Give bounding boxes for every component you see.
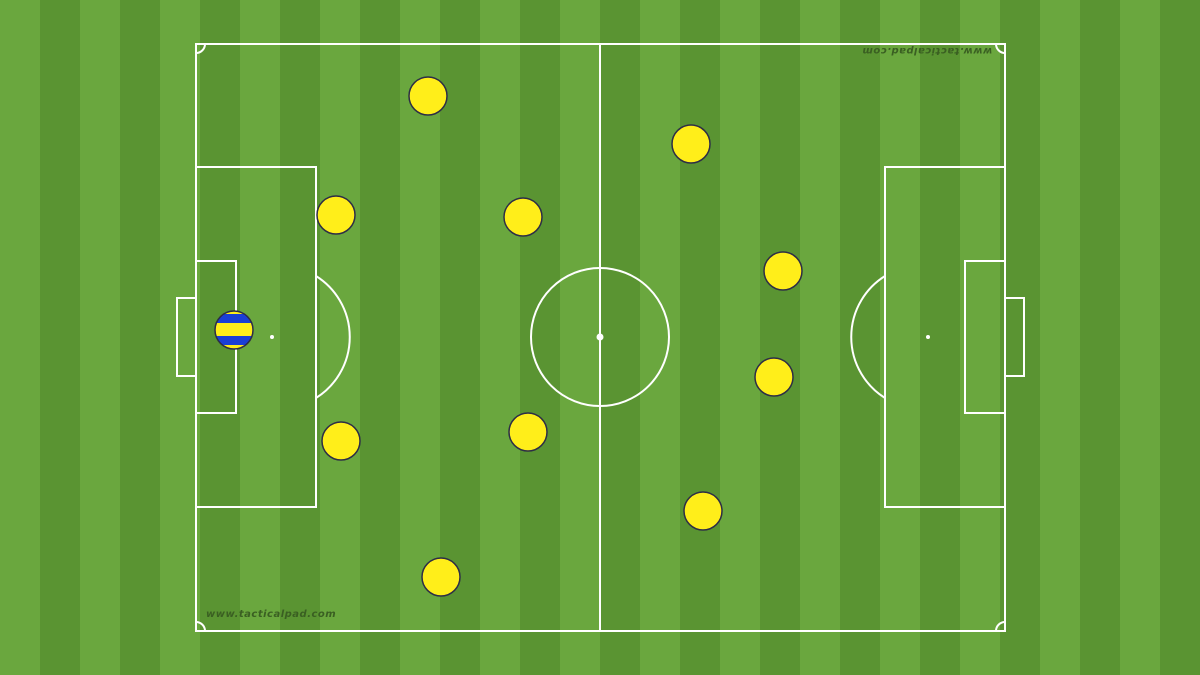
player-midfielder-1[interactable] bbox=[503, 197, 543, 237]
grass-stripe bbox=[680, 0, 720, 675]
player-defender-4[interactable] bbox=[421, 557, 461, 597]
grass-stripe bbox=[360, 0, 400, 675]
watermark-bottom: www.tacticalpad.com bbox=[206, 609, 337, 620]
left-penalty-spot bbox=[270, 335, 274, 339]
center-circle bbox=[530, 267, 670, 407]
player-forward-4[interactable] bbox=[683, 491, 723, 531]
grass-stripe bbox=[560, 0, 600, 675]
player-forward-1[interactable] bbox=[671, 124, 711, 164]
corner-arc-top-right bbox=[995, 43, 1006, 54]
grass-stripe bbox=[960, 0, 1000, 675]
player-defender-3[interactable] bbox=[321, 421, 361, 461]
right-goal bbox=[1004, 297, 1025, 377]
left-penalty-arc bbox=[315, 275, 351, 399]
grass-stripe bbox=[920, 0, 960, 675]
grass-stripe bbox=[760, 0, 800, 675]
grass-stripe bbox=[1040, 0, 1080, 675]
grass-stripe bbox=[1120, 0, 1160, 675]
player-forward-2[interactable] bbox=[763, 251, 803, 291]
goalkeeper[interactable] bbox=[214, 310, 254, 352]
corner-arc-bottom-left bbox=[195, 621, 206, 632]
grass-stripe bbox=[600, 0, 640, 675]
grass-stripe bbox=[80, 0, 120, 675]
players bbox=[214, 76, 803, 597]
corner-arc-bottom-right bbox=[995, 621, 1006, 632]
player-defender-1[interactable] bbox=[408, 76, 448, 116]
center-spot bbox=[596, 333, 604, 341]
grass-stripe bbox=[120, 0, 160, 675]
grass-stripe bbox=[40, 0, 80, 675]
grass-stripe bbox=[640, 0, 680, 675]
grass-stripe bbox=[1000, 0, 1040, 675]
watermark-top: www.tacticalpad.com bbox=[862, 45, 993, 56]
grass-stripe bbox=[840, 0, 880, 675]
player-forward-3[interactable] bbox=[754, 357, 794, 397]
grass-stripe bbox=[1160, 0, 1200, 675]
grass-stripe bbox=[320, 0, 360, 675]
grass-stripe bbox=[280, 0, 320, 675]
grass-stripe bbox=[1080, 0, 1120, 675]
grass-stripe bbox=[800, 0, 840, 675]
grass-stripe bbox=[0, 0, 40, 675]
corner-arc-top-left bbox=[195, 43, 206, 54]
grass-stripe bbox=[880, 0, 920, 675]
right-penalty-arc bbox=[850, 275, 886, 399]
player-defender-2[interactable] bbox=[316, 195, 356, 235]
left-goal bbox=[176, 297, 197, 377]
grass-stripe bbox=[520, 0, 560, 675]
grass-stripe bbox=[160, 0, 200, 675]
player-midfielder-2[interactable] bbox=[508, 412, 548, 452]
grass-stripe bbox=[720, 0, 760, 675]
grass-stripe bbox=[480, 0, 520, 675]
pitch-markings bbox=[176, 43, 1025, 632]
right-penalty-spot bbox=[926, 335, 930, 339]
